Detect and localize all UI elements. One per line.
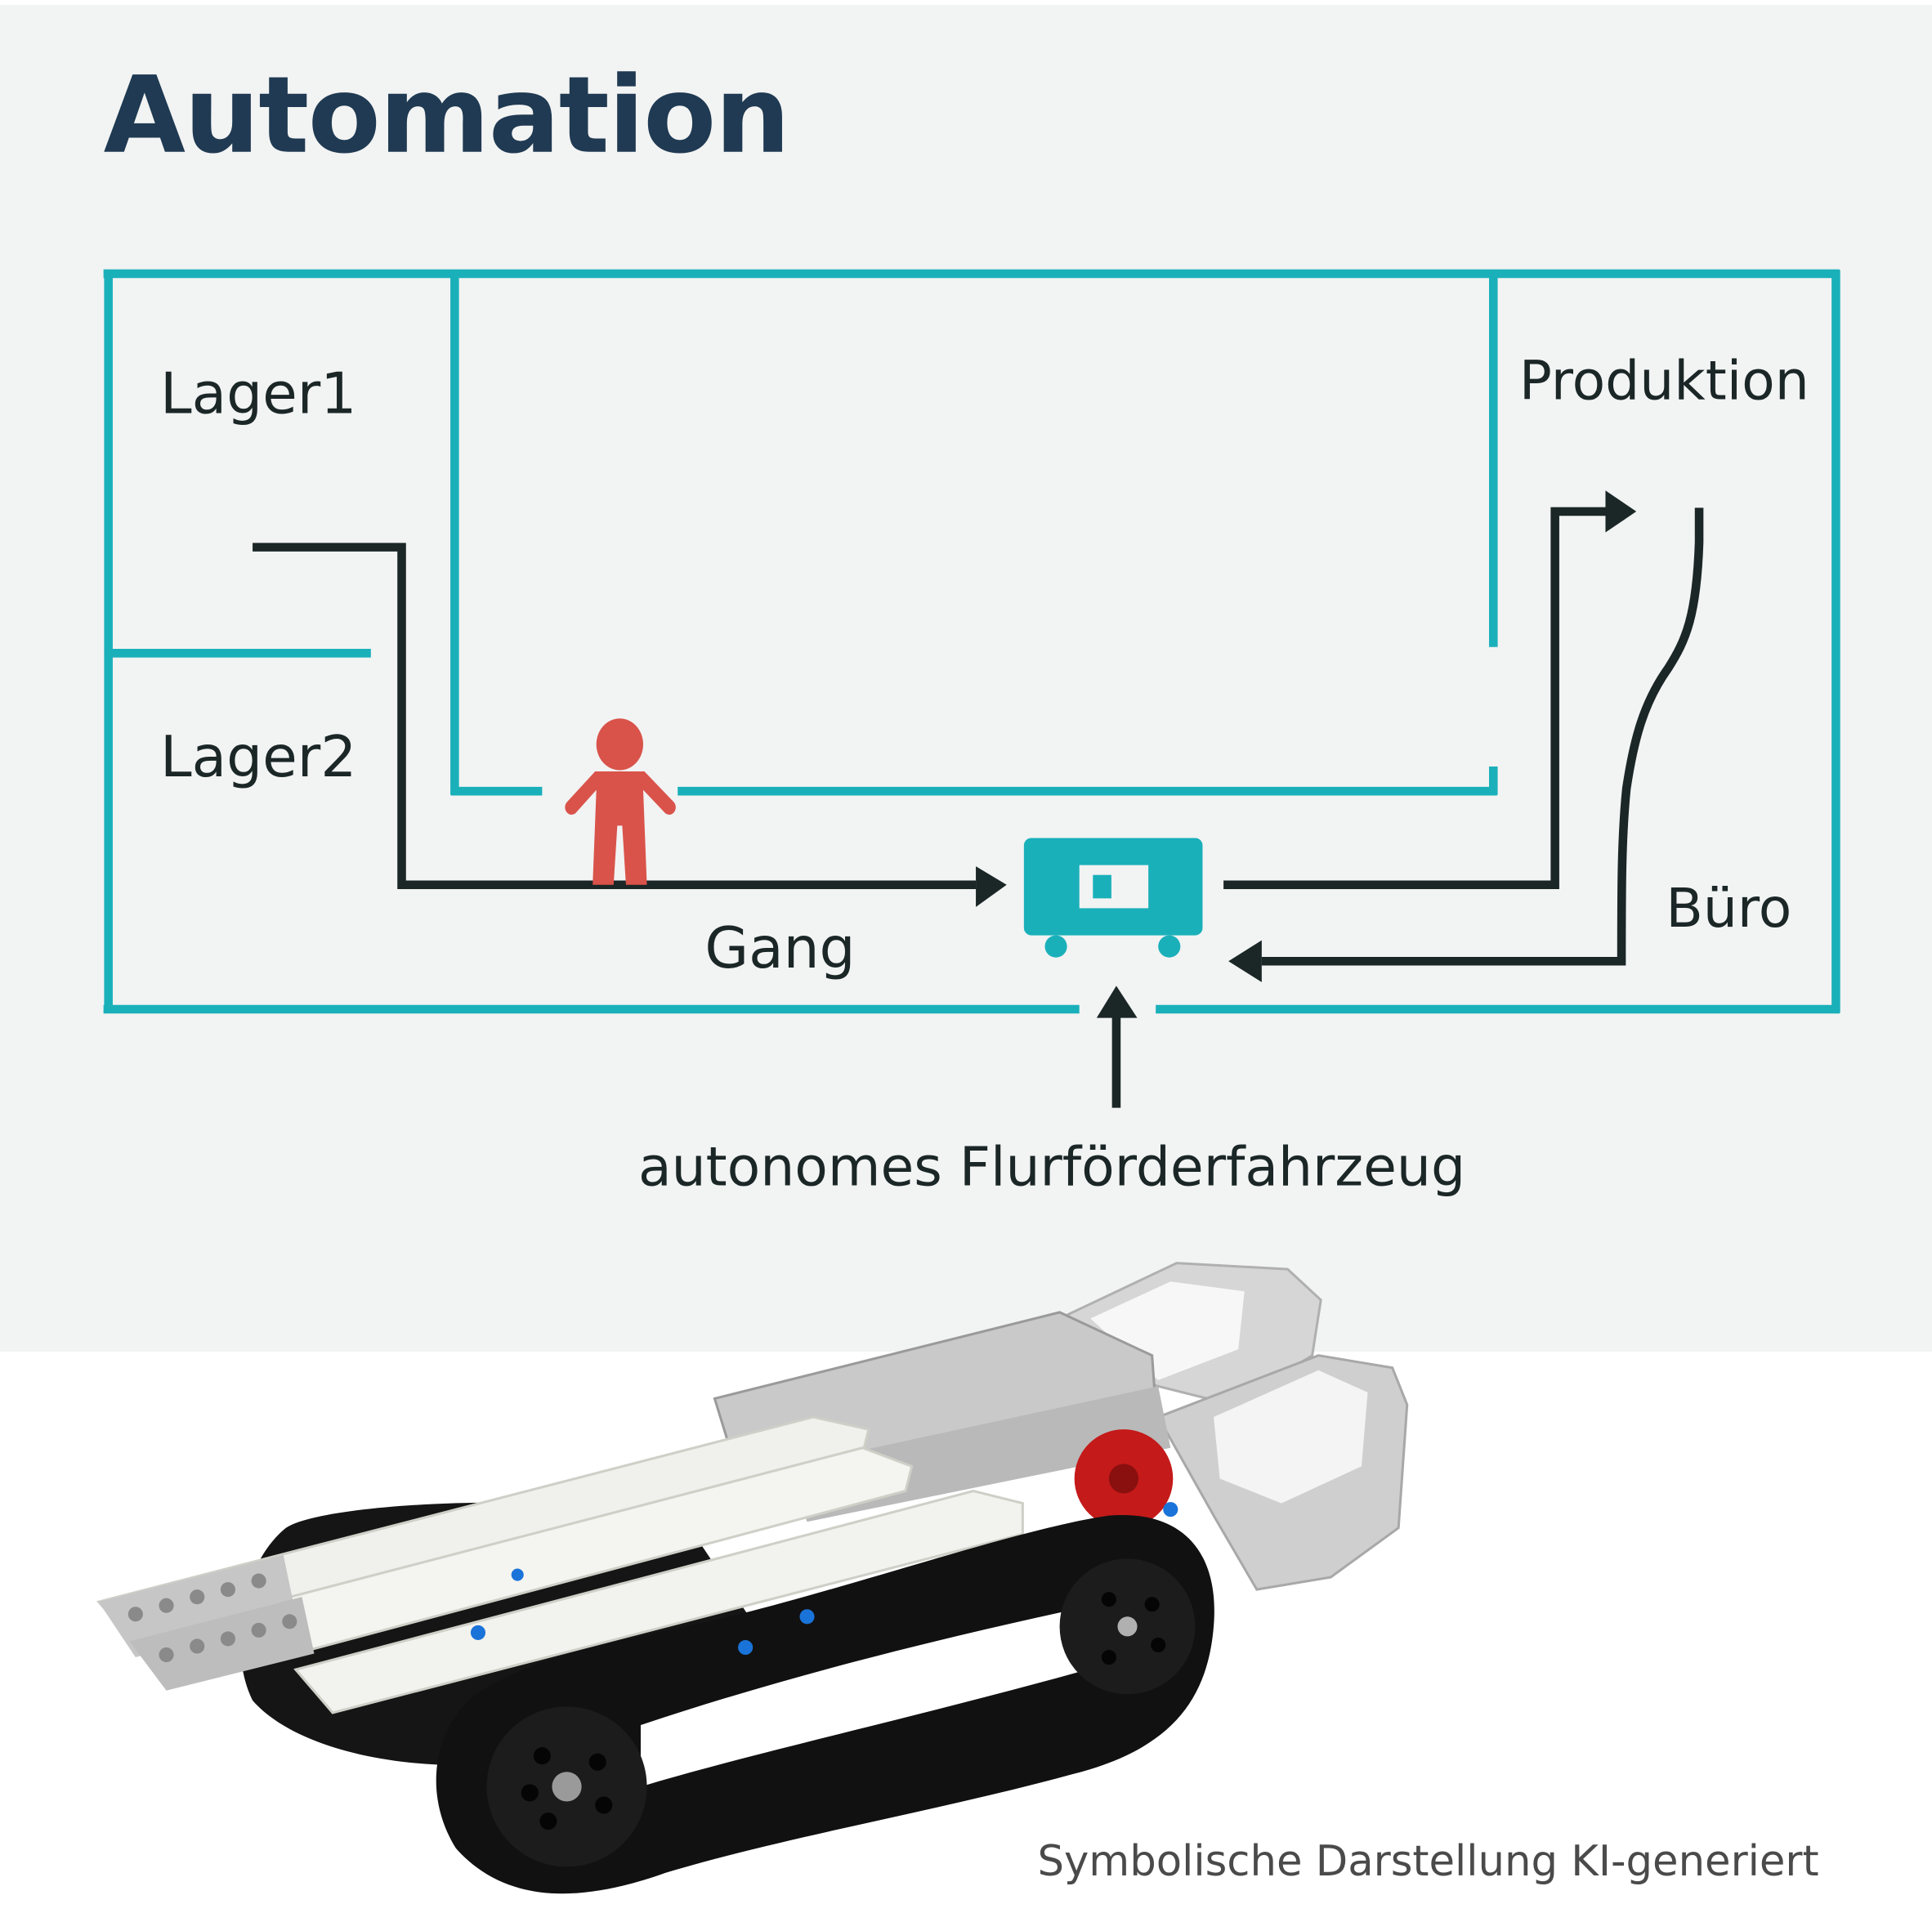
robot-wheel-rear (1059, 1558, 1196, 1695)
photo-caption: Symbolische Darstellung KI-generiert (1037, 1837, 1818, 1886)
room-label-lager1: Lager1 (160, 361, 356, 427)
vehicle-label: autonomes Flurförderfahrzeug (638, 1135, 1465, 1199)
arrow-up-icon (1096, 986, 1138, 1018)
room-label-produktion: Produktion (1519, 349, 1809, 413)
path-buero-to-vehicle (1261, 507, 1704, 966)
room-label-buero: Büro (1666, 876, 1791, 940)
path-vehicle-to-produktion (1223, 507, 1608, 890)
room-label-gang: Gang (704, 916, 855, 981)
page-title: Automation (104, 54, 789, 177)
arrow-right-icon-produktion (1605, 490, 1637, 533)
diagram-background (0, 5, 1932, 1352)
agv-vehicle-icon (1023, 838, 1203, 958)
person-icon (565, 718, 676, 885)
robot-photo (96, 1262, 1409, 1894)
room-label-lager2: Lager2 (160, 725, 356, 790)
arrow-right-icon (976, 866, 1007, 907)
arrow-left-icon (1228, 940, 1262, 982)
path-lager-to-vehicle (253, 543, 977, 890)
floor-plan-walls (103, 269, 1840, 1014)
transport-paths (253, 507, 1704, 1108)
robot-wheel-front (486, 1706, 647, 1867)
